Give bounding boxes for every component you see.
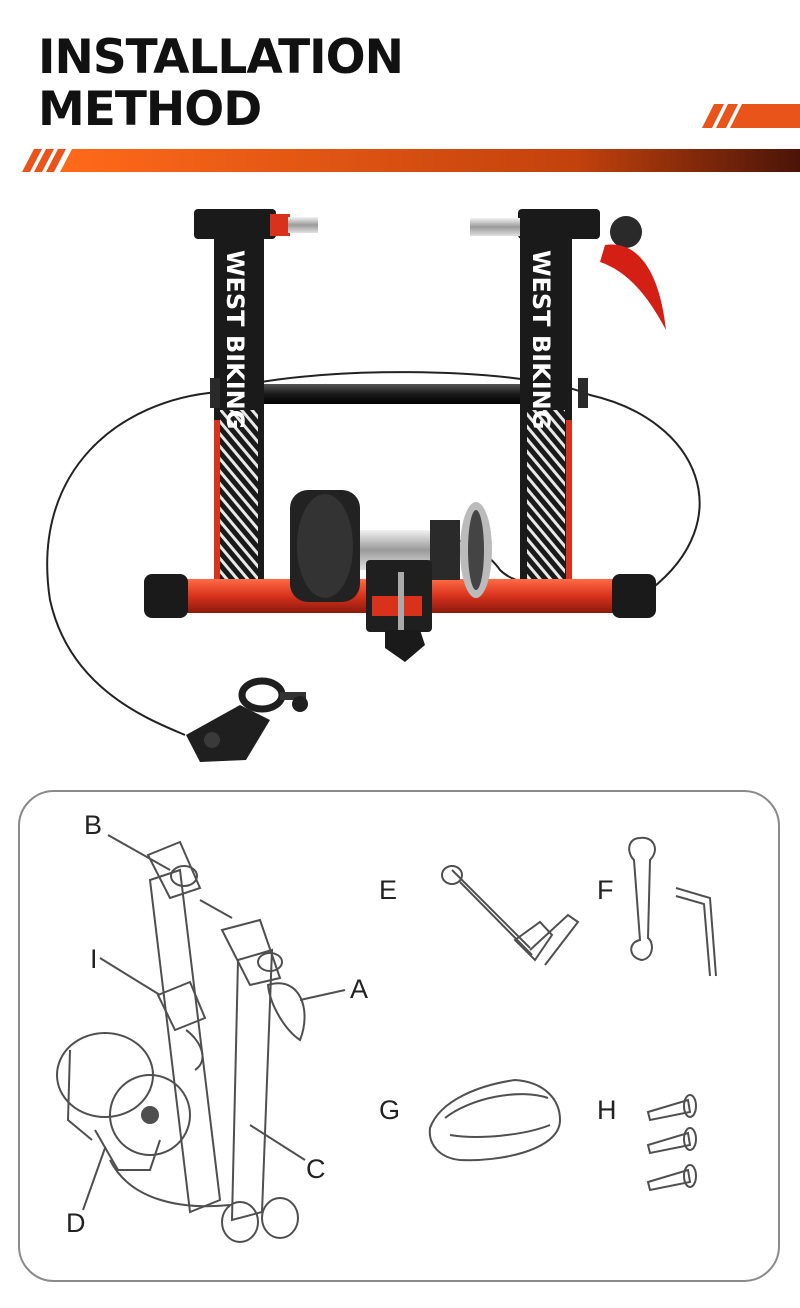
label-b: B — [84, 810, 103, 840]
label-e: E — [379, 875, 398, 905]
brand-text-right: WEST BIKING — [527, 250, 555, 429]
accent-bar-main — [22, 149, 800, 172]
part-f-drawing — [628, 836, 717, 977]
label-h: H — [597, 1095, 617, 1125]
label-c: C — [306, 1154, 326, 1184]
title-line-1: INSTALLATION — [38, 30, 404, 85]
label-i: I — [90, 944, 98, 974]
label-f: F — [597, 875, 614, 905]
parts-diagram-panel — [18, 790, 780, 1282]
label-d: D — [66, 1208, 86, 1238]
trainer-photo: WEST BIKING WEST BIKING — [46, 209, 701, 762]
accent-stripe-top — [702, 104, 800, 128]
part-g-drawing — [428, 1078, 562, 1162]
part-h-drawing — [646, 1094, 697, 1192]
brand-text-left: WEST BIKING — [221, 250, 249, 429]
label-a: A — [350, 974, 369, 1004]
title-line-2: METHOD — [38, 82, 262, 137]
page-title: INSTALLATION METHOD — [38, 30, 404, 137]
label-g: G — [379, 1095, 401, 1125]
part-e-drawing — [441, 865, 580, 966]
assembly-line-drawing — [56, 834, 717, 1243]
resistance-remote — [186, 677, 308, 762]
